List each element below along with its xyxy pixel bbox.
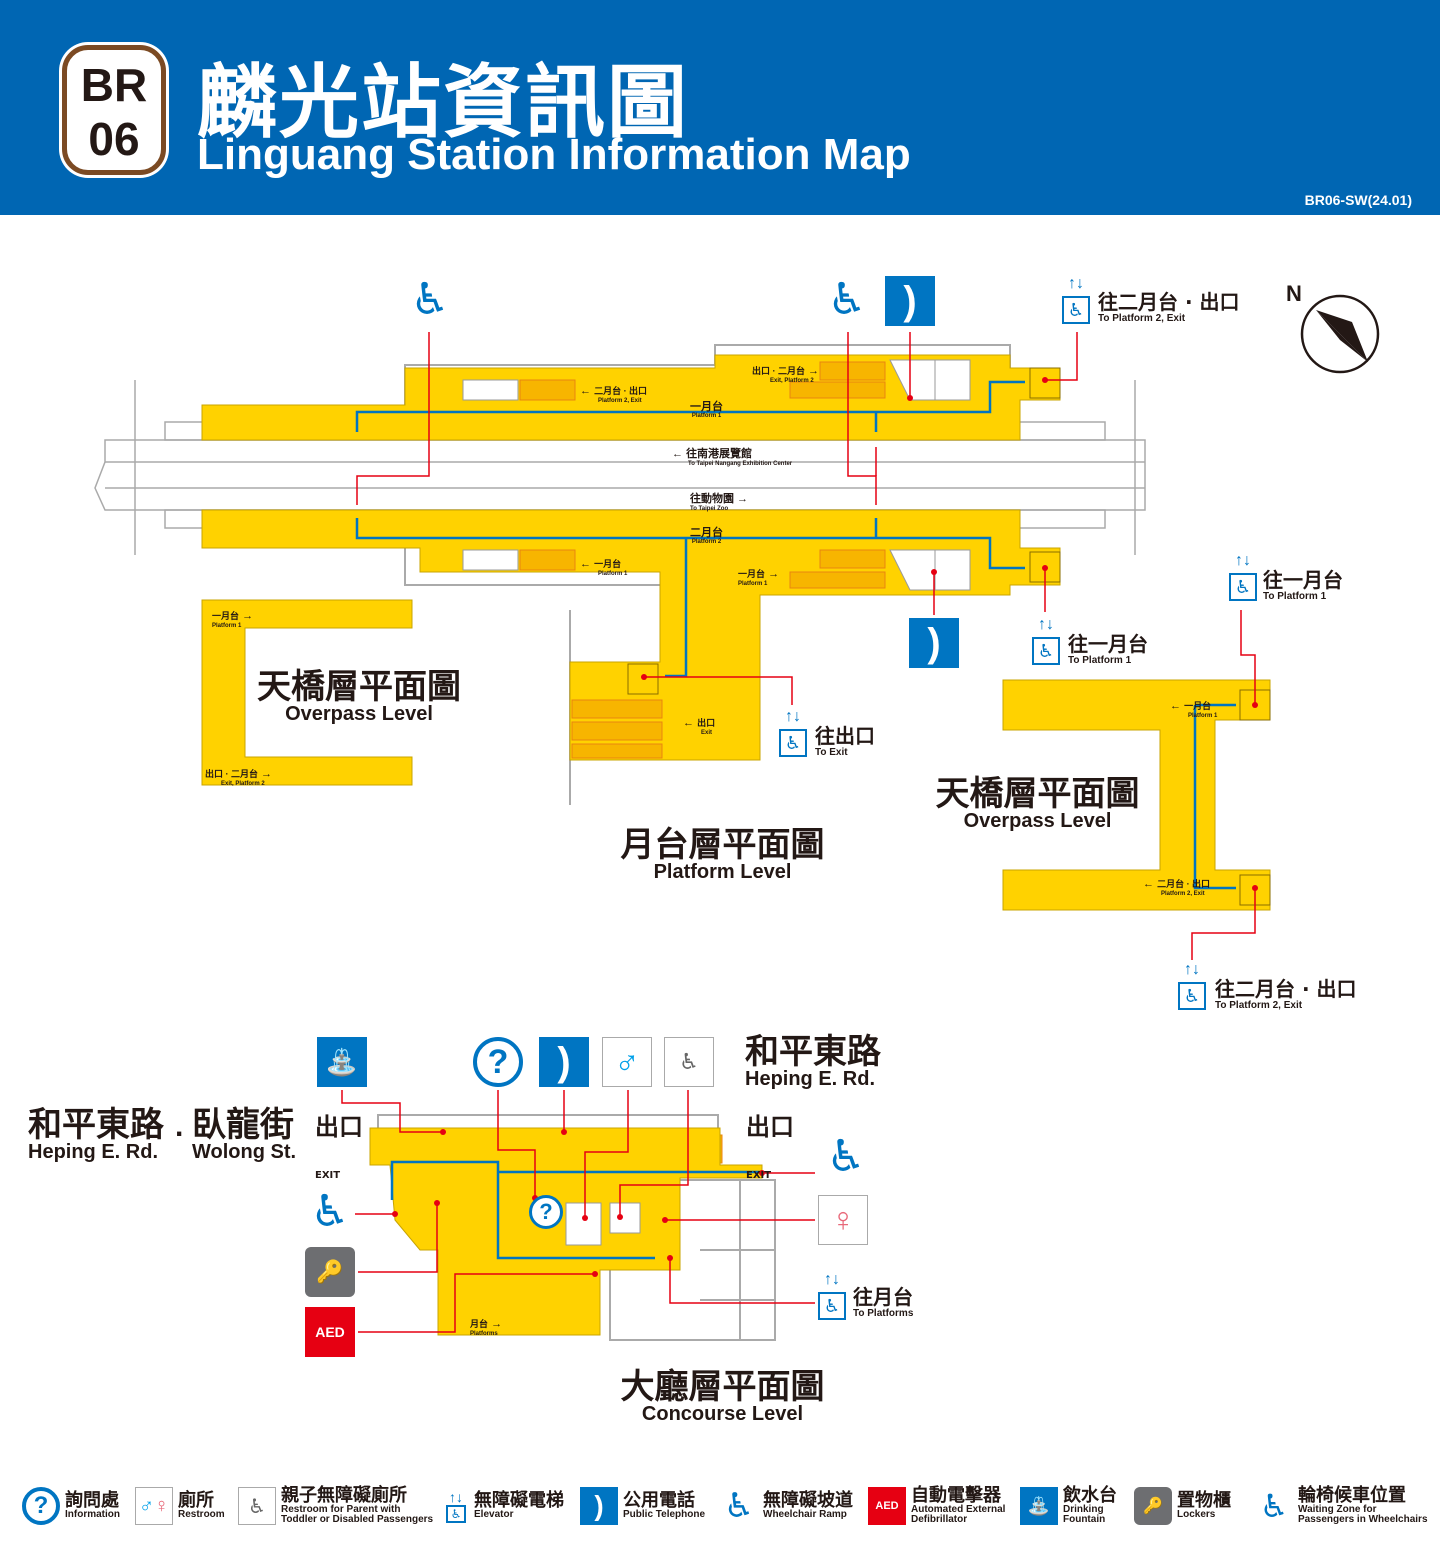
wheelchair-waiting-icon: ♿ [1259, 1488, 1289, 1524]
telephone-icon: ) [539, 1037, 589, 1087]
accessible-routes [355, 380, 1236, 1260]
compass-north-label: N [1286, 281, 1302, 306]
compass-icon [1300, 294, 1380, 374]
aed-icon: AED [305, 1307, 355, 1357]
aed-icon: AED [868, 1487, 906, 1525]
family-accessible-restroom-icon: ♿ [238, 1487, 276, 1525]
lockers-icon: 🔑 [305, 1247, 355, 1297]
mens-restroom-icon: ♂ [602, 1037, 652, 1087]
leader-lines [341, 332, 1256, 1333]
station-code-badge: BR 06 [62, 45, 166, 175]
wheelchair-icon: ♿ [410, 275, 450, 324]
drinking-fountain-icon: ⛲ [1020, 1487, 1058, 1525]
telephone-icon: ) [909, 618, 959, 668]
telephone-icon: ) [580, 1487, 618, 1525]
page-title: 麟光站資訊圖 [197, 56, 689, 149]
telephone-icon: ) [885, 276, 935, 326]
separator-dot: . [175, 1110, 184, 1143]
sign-platforms: 月台 →Platforms [470, 1318, 503, 1338]
line-code: BR [80, 59, 148, 111]
header: BR 06 麟光站資訊圖 Linguang Station Informatio… [0, 0, 1440, 215]
page-subtitle: Linguang Station Information Map [197, 130, 911, 179]
overpass-left-sign-bottom: 出口 · 二月台 →Exit, Platform 2 [205, 768, 273, 788]
lockers-icon: 🔑 [1134, 1487, 1172, 1525]
sign-platform1-b: 一月台 →Platform 1 [738, 568, 780, 588]
elevator-icon: ↑↓♿ [816, 1272, 848, 1324]
station-number: 06 [88, 113, 140, 165]
information-icon: ? [473, 1037, 523, 1087]
elevator-icon: ↑↓♿ [1060, 276, 1092, 328]
wheelchair-icon: ♿ [827, 275, 867, 324]
wheelchair-ramp-icon: ♿ [826, 1132, 866, 1181]
map-code: BR06-SW(24.01) [1304, 192, 1412, 208]
elevator-icon: ↑↓♿ [1176, 962, 1208, 1014]
elevator-icon: ↑↓♿ [1227, 553, 1259, 605]
direction-zoo: 往動物園 →To Taipei Zoo [690, 493, 749, 513]
wheelchair-ramp-icon: ♿ [310, 1187, 350, 1236]
drinking-fountain-icon: ⛲ [317, 1037, 367, 1087]
wheelchair-ramp-icon: ♿ [723, 1487, 755, 1525]
information-icon: ? [22, 1487, 60, 1525]
family-accessible-restroom-icon: ♿ [664, 1037, 714, 1087]
restroom-icon: ♂♀ [135, 1487, 173, 1525]
elevator-icon: ↑↓♿ [1030, 617, 1062, 669]
overpass-left-sign-top: 一月台 →Platform 1 [212, 610, 254, 630]
womens-restroom-icon: ♀ [818, 1195, 868, 1245]
overpass-left-area [201, 599, 413, 786]
sign-exit-platform2: 出口 · 二月台 →Exit, Platform 2 [752, 365, 820, 385]
information-counter-icon: ? [529, 1195, 563, 1229]
elevator-icon: ↑↓♿ [777, 709, 809, 761]
elevator-icon: ↑↓♿ [443, 1487, 469, 1525]
